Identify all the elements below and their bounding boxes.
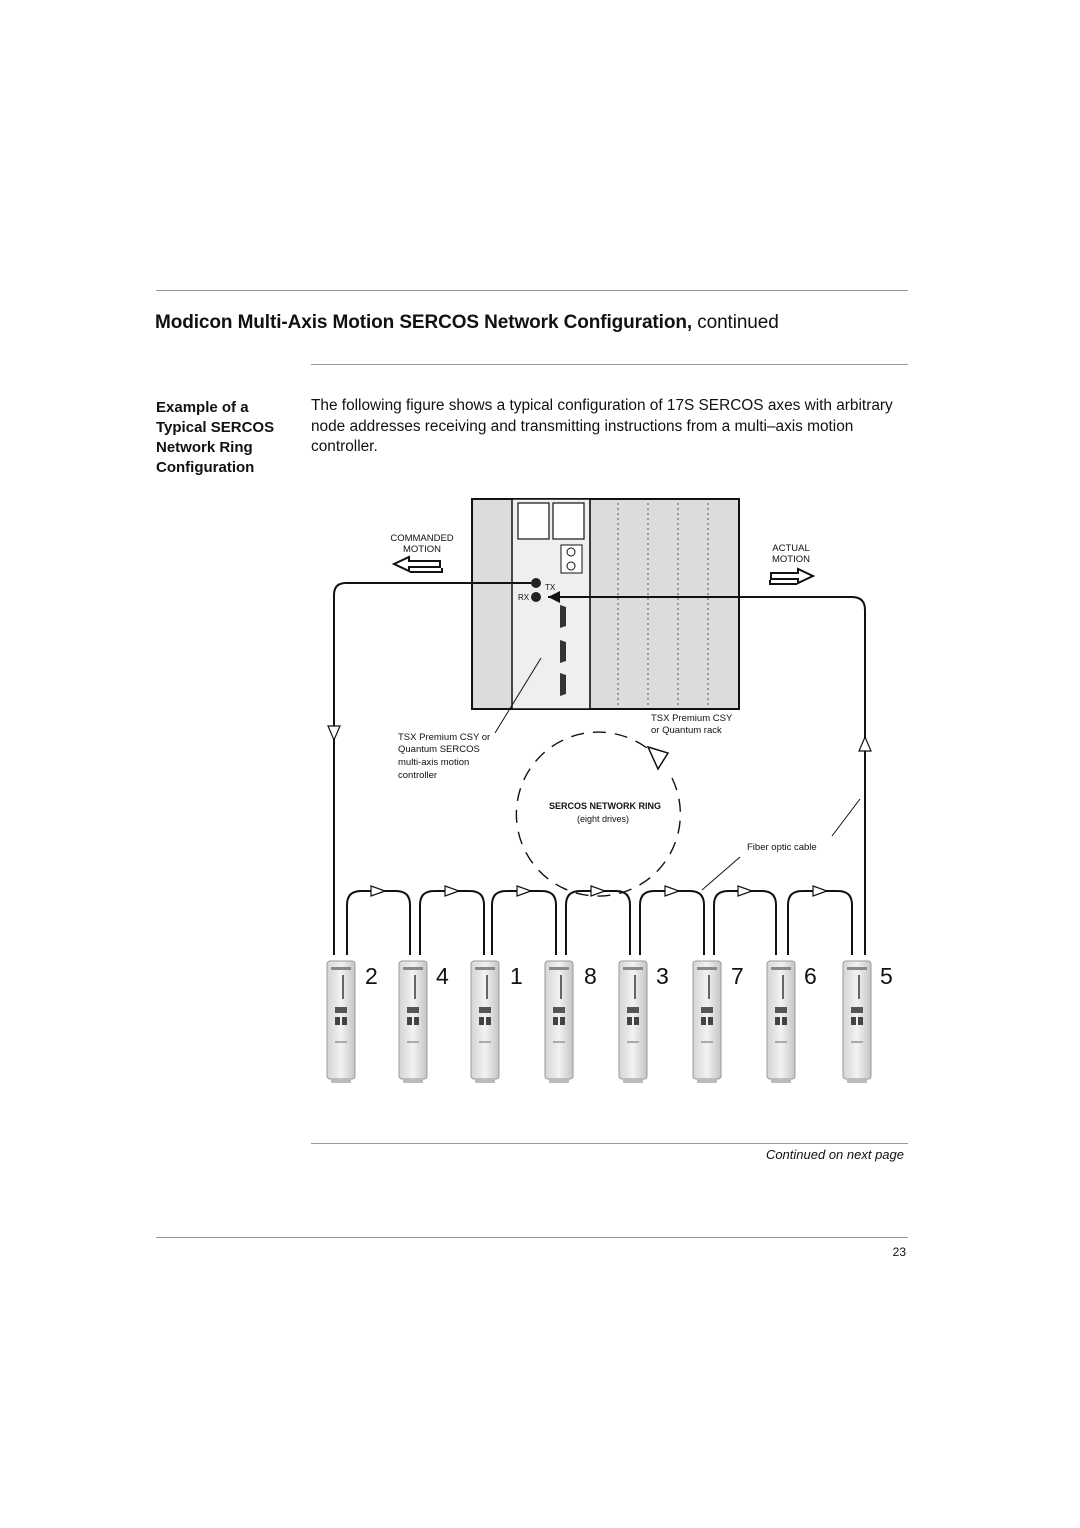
actual-motion-arrow-icon [770, 567, 816, 585]
drive-unit [618, 960, 648, 1083]
controller-leader-line [494, 657, 542, 734]
drive-number: 6 [804, 963, 817, 989]
drive-number: 2 [365, 963, 378, 989]
drive-unit [766, 960, 796, 1083]
rack-label: TSX Premium CSY [651, 713, 733, 724]
cable-leader-line [831, 798, 861, 837]
title-underline-rule [311, 364, 908, 365]
side-heading-line: Configuration [156, 459, 255, 476]
actual-motion-label: MOTION [772, 554, 810, 565]
controller-label: Quantum SERCOS [398, 744, 480, 755]
top-rule [156, 290, 908, 291]
rx-port-icon [531, 592, 541, 602]
commanded-motion-arrow-icon [391, 555, 441, 573]
ring-subtitle: (eight drives) [577, 814, 629, 824]
drive-unit [842, 960, 872, 1083]
drive-number: 4 [436, 963, 449, 989]
page-title-bold: Modicon Multi-Axis Motion SERCOS Network… [155, 312, 693, 333]
drive-unit [470, 960, 500, 1083]
ring-up-arrow-icon [858, 735, 872, 752]
footer-lower-rule [156, 1237, 908, 1238]
cable-leader-line [701, 856, 741, 891]
ring-down-arrow-icon [327, 725, 341, 742]
drive-unit [326, 960, 356, 1083]
controller-label: multi-axis motion [398, 757, 469, 768]
drive-loops [346, 890, 853, 955]
rx-arrowhead-icon [548, 591, 560, 603]
actual-motion-label: ACTUAL [772, 543, 809, 554]
side-heading-line: Typical SERCOS [156, 419, 275, 436]
loop-arrowheads [370, 885, 829, 897]
drive-number: 1 [510, 963, 523, 989]
controller-label: controller [398, 770, 437, 781]
drive-number: 8 [584, 963, 597, 989]
side-heading-line: Network Ring [156, 439, 253, 456]
controller-rack [471, 498, 740, 710]
page-title-continued: continued [692, 312, 779, 333]
commanded-motion-label: MOTION [403, 544, 441, 555]
drive-unit [544, 960, 574, 1083]
intro-paragraph: The following figure shows a typical con… [311, 397, 893, 455]
drive-number: 3 [656, 963, 669, 989]
tx-label: TX [545, 583, 556, 592]
rx-label: RX [518, 593, 530, 602]
page-number: 23 [892, 1245, 906, 1259]
section-side-heading: Example of a Typical SERCOS Network Ring… [156, 398, 296, 478]
page-title: Modicon Multi-Axis Motion SERCOS Network… [155, 312, 779, 334]
side-heading-line: Example of a [156, 399, 249, 416]
ring-title: SERCOS NETWORK RING [549, 801, 661, 811]
fiber-ring-right [548, 596, 866, 955]
controller-label: TSX Premium CSY or [398, 732, 490, 743]
network-ring-dashed-circle [515, 731, 682, 897]
rack-label: or Quantum rack [651, 725, 722, 736]
tx-port-icon [531, 578, 541, 588]
drive-number: 7 [731, 963, 744, 989]
ring-direction-arrow-icon [646, 745, 670, 771]
drive-unit [692, 960, 722, 1083]
drive-unit [398, 960, 428, 1083]
drive-number: 5 [880, 963, 893, 989]
drive-units [326, 960, 872, 1083]
commanded-motion-label: COMMANDED [390, 533, 453, 544]
cable-label: Fiber optic cable [747, 842, 817, 853]
footer-upper-rule [311, 1143, 908, 1144]
continued-note: Continued on next page [765, 1147, 904, 1162]
fiber-ring-left [333, 582, 531, 955]
